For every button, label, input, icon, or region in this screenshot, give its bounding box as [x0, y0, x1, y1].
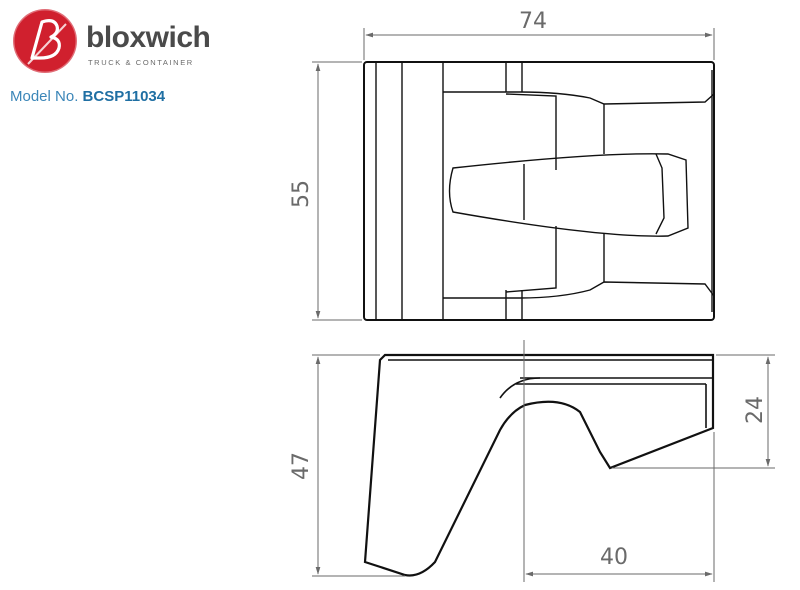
dimension-24-label: 24	[743, 396, 768, 424]
side-view	[363, 353, 715, 577]
dimension-55-label: 55	[289, 180, 314, 208]
model-number-line: Model No. BCSP11034	[10, 88, 165, 105]
top-view	[363, 61, 715, 321]
model-number: BCSP11034	[82, 88, 166, 105]
dimension-side-bottom-width	[523, 340, 715, 582]
dimension-side-right-height	[612, 354, 775, 469]
brand-tagline: TRUCK & CONTAINER	[88, 58, 194, 67]
bloxwich-logo: bloxwich TRUCK & CONTAINER	[10, 6, 225, 76]
dimension-74-label: 74	[519, 9, 547, 34]
dimension-47-label: 47	[289, 452, 314, 480]
bloxwich-b-logo-icon	[11, 7, 79, 75]
dimension-top-width	[363, 28, 715, 60]
dimension-top-height	[312, 61, 362, 321]
dimension-side-height	[312, 354, 405, 577]
dimension-40-label: 40	[600, 545, 628, 570]
model-label: Model No.	[10, 88, 79, 105]
brand-name: bloxwich	[86, 21, 211, 54]
